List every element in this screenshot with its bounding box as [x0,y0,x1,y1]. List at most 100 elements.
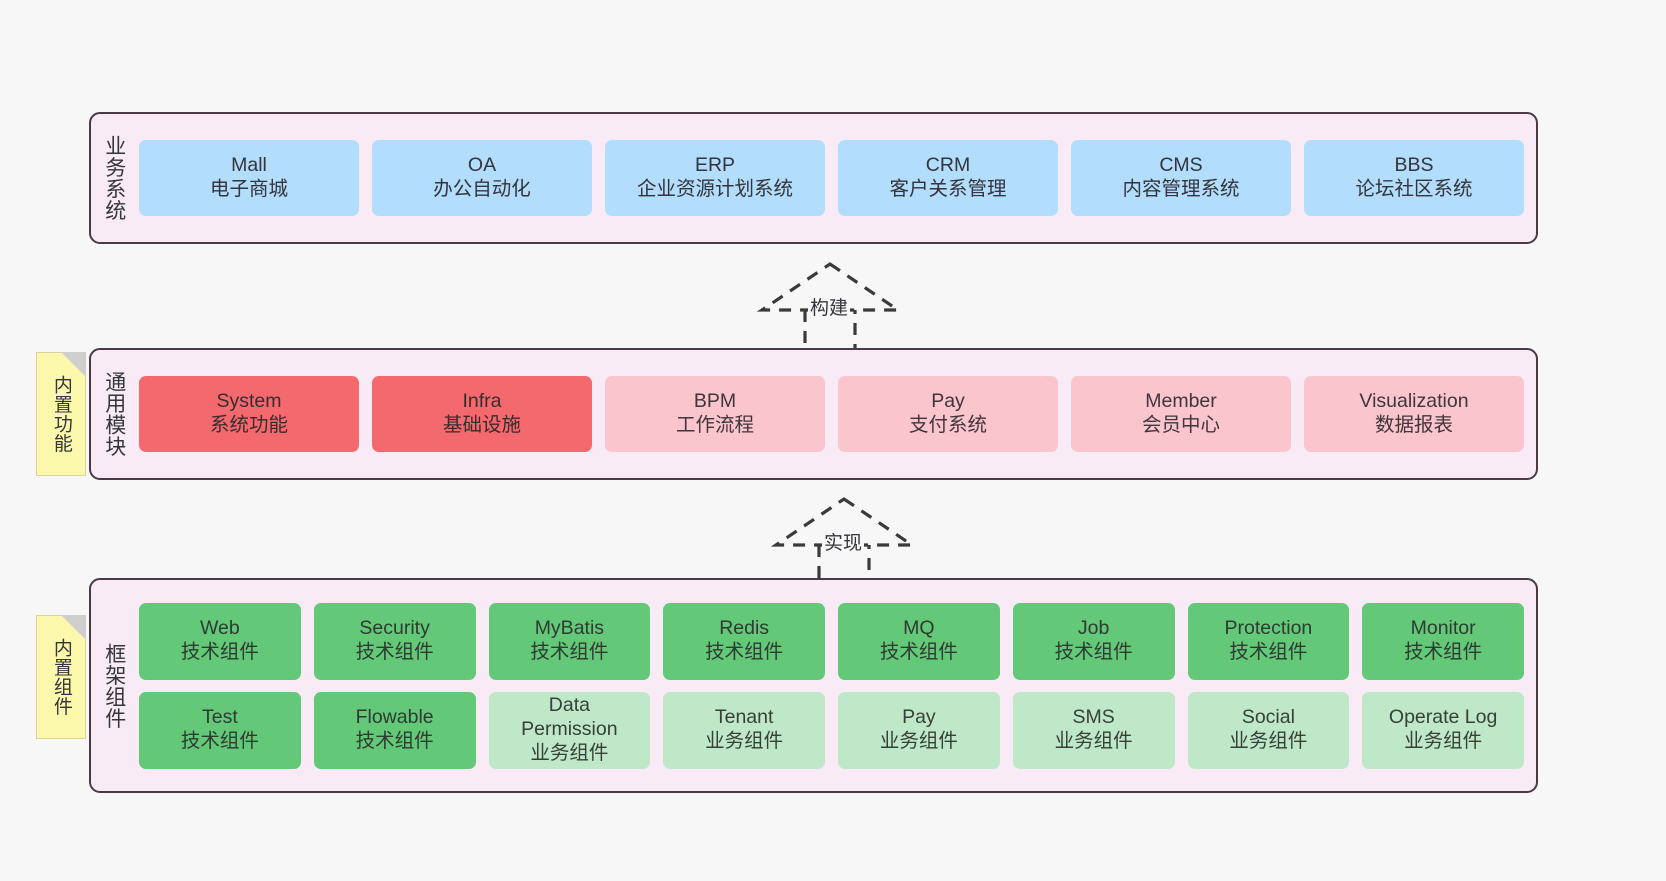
node-title-cont: Permission [521,718,618,741]
row: Web 技术组件 Security 技术组件 MyBatis 技术组件 Redi… [139,602,1524,680]
connector-build-label: 构建 [808,293,851,320]
node-subtitle: 技术组件 [530,641,609,663]
node-title: Operate Log [1388,706,1498,729]
layer-body-framework-components: Web 技术组件 Security 技术组件 MyBatis 技术组件 Redi… [137,580,1536,791]
node-mq[interactable]: MQ 技术组件 [838,602,1000,680]
node-subtitle: 电子商城 [209,178,288,200]
node-title: CMS [1159,154,1203,177]
node-title: BPM [693,390,737,413]
node-pay-component[interactable]: Pay 业务组件 [838,691,1000,769]
row: Test 技术组件 Flowable 技术组件 Data Permission … [139,691,1524,769]
node-title: Visualization [1359,390,1469,413]
node-title: Member [1145,390,1217,413]
row: Mall 电子商城 OA 办公自动化 ERP 企业资源计划系统 CRM 客户关系… [139,140,1524,216]
node-title: Pay [931,390,965,413]
connector-implement: 实现 [770,497,918,587]
node-subtitle: 业务组件 [879,730,958,752]
node-title: Protection [1224,617,1313,640]
node-test[interactable]: Test 技术组件 [139,691,301,769]
connector-build: 构建 [756,262,904,352]
node-title: Security [359,617,430,640]
node-title: BBS [1394,154,1434,177]
node-title: MQ [903,617,935,640]
node-security[interactable]: Security 技术组件 [313,602,476,680]
node-subtitle: 办公自动化 [433,178,531,200]
node-subtitle: 技术组件 [355,641,434,663]
note-builtin-features: 内置功能 [36,352,86,476]
node-pay-module[interactable]: Pay 支付系统 [838,376,1058,452]
node-web[interactable]: Web 技术组件 [139,602,301,680]
node-subtitle: 技术组件 [180,730,259,752]
node-mybatis[interactable]: MyBatis 技术组件 [488,602,651,680]
node-subtitle: 内容管理系统 [1122,178,1240,200]
node-title: Tenant [714,706,774,729]
node-member[interactable]: Member 会员中心 [1071,376,1291,452]
connector-implement-label: 实现 [822,528,865,555]
node-title: Mall [231,154,267,177]
node-subtitle: 业务组件 [1054,730,1133,752]
node-title: Flowable [355,706,434,729]
layer-business-systems: 业务系统 Mall 电子商城 OA 办公自动化 ERP 企业资源计划系统 CRM… [89,112,1538,244]
node-sms[interactable]: SMS 业务组件 [1012,691,1175,769]
node-subtitle: 技术组件 [879,641,958,663]
node-social[interactable]: Social 业务组件 [1187,691,1350,769]
node-oa[interactable]: OA 办公自动化 [372,140,592,216]
node-subtitle: 客户关系管理 [889,178,1007,200]
node-title: Social [1241,706,1295,729]
node-crm[interactable]: CRM 客户关系管理 [838,140,1058,216]
node-monitor[interactable]: Monitor 技术组件 [1362,602,1524,680]
node-title: Redis [719,617,770,640]
node-erp[interactable]: ERP 企业资源计划系统 [605,140,825,216]
node-mall[interactable]: Mall 电子商城 [139,140,359,216]
node-subtitle: 技术组件 [1229,641,1308,663]
layer-body-business-systems: Mall 电子商城 OA 办公自动化 ERP 企业资源计划系统 CRM 客户关系… [137,114,1536,242]
node-title: Job [1077,617,1110,640]
node-subtitle: 数据报表 [1374,414,1453,436]
node-subtitle: 系统功能 [209,414,288,436]
node-visualization[interactable]: Visualization 数据报表 [1304,376,1524,452]
node-cms[interactable]: CMS 内容管理系统 [1071,140,1291,216]
node-subtitle: 技术组件 [355,730,434,752]
layer-title-business-systems: 业务系统 [102,135,126,221]
node-subtitle: 业务组件 [530,741,609,764]
node-job[interactable]: Job 技术组件 [1012,602,1175,680]
node-bpm[interactable]: BPM 工作流程 [605,376,825,452]
node-title: Pay [902,706,936,729]
node-title: Web [200,617,240,640]
node-title: Monitor [1410,617,1476,640]
node-subtitle: 企业资源计划系统 [636,178,793,200]
node-title: SMS [1072,706,1115,729]
node-subtitle: 基础设施 [442,414,521,436]
layer-title-framework-components: 框架组件 [102,642,126,729]
node-title: MyBatis [534,617,605,640]
row: System 系统功能 Infra 基础设施 BPM 工作流程 Pay 支付系统… [139,376,1524,452]
node-title: Infra [462,390,502,413]
node-subtitle: 论坛社区系统 [1355,178,1473,200]
node-subtitle: 技术组件 [705,641,784,663]
node-subtitle: 业务组件 [705,730,784,752]
node-system[interactable]: System 系统功能 [139,376,359,452]
node-title: System [216,390,282,413]
node-subtitle: 业务组件 [1404,730,1483,752]
node-infra[interactable]: Infra 基础设施 [372,376,592,452]
node-title: Test [201,706,238,729]
node-data-permission[interactable]: Data Permission 业务组件 [488,691,651,769]
node-title: CRM [925,154,971,177]
note-builtin-components: 内置组件 [36,615,86,739]
node-flowable[interactable]: Flowable 技术组件 [313,691,476,769]
node-bbs[interactable]: BBS 论坛社区系统 [1304,140,1524,216]
node-title: ERP [694,154,736,177]
node-subtitle: 会员中心 [1141,414,1220,436]
layer-title-common-modules: 通用模块 [102,371,126,457]
node-title: OA [467,154,497,177]
node-subtitle: 技术组件 [1404,641,1483,663]
layer-common-modules: 通用模块 System 系统功能 Infra 基础设施 BPM 工作流程 Pay… [89,348,1538,480]
node-redis[interactable]: Redis 技术组件 [663,602,825,680]
layer-framework-components: 框架组件 Web 技术组件 Security 技术组件 MyBatis 技术组件… [89,578,1538,793]
node-protection[interactable]: Protection 技术组件 [1187,602,1350,680]
node-subtitle: 工作流程 [675,414,754,436]
node-subtitle: 技术组件 [1054,641,1133,663]
node-operate-log[interactable]: Operate Log 业务组件 [1362,691,1524,769]
node-tenant[interactable]: Tenant 业务组件 [663,691,825,769]
